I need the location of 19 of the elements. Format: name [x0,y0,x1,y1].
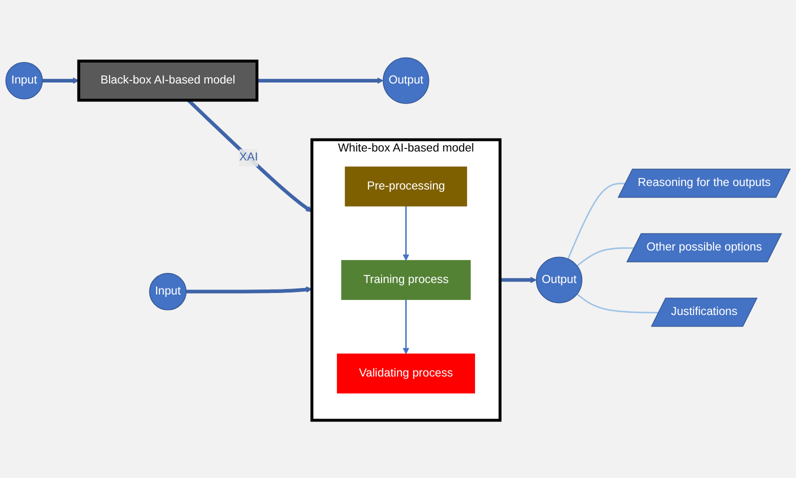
node-circle: Input [5,62,43,100]
arrow [402,300,410,354]
node-circle: Output [536,256,582,304]
arrow [42,77,80,84]
arrow [187,98,312,212]
edge-label: XAI [239,151,258,164]
arrow [500,276,537,284]
arrow [402,206,410,261]
node-box: Pre-processing [344,166,468,206]
node-circle: Input [149,272,187,310]
node-box: Black-box AI-based model [77,60,258,102]
arrow [186,286,312,294]
node-box: Validating process [336,354,476,394]
node-box: Training process [341,260,471,300]
node-circle: Output [382,57,430,104]
connector [576,294,659,314]
connector [576,247,634,266]
connector [567,182,626,260]
arrow [256,77,384,84]
